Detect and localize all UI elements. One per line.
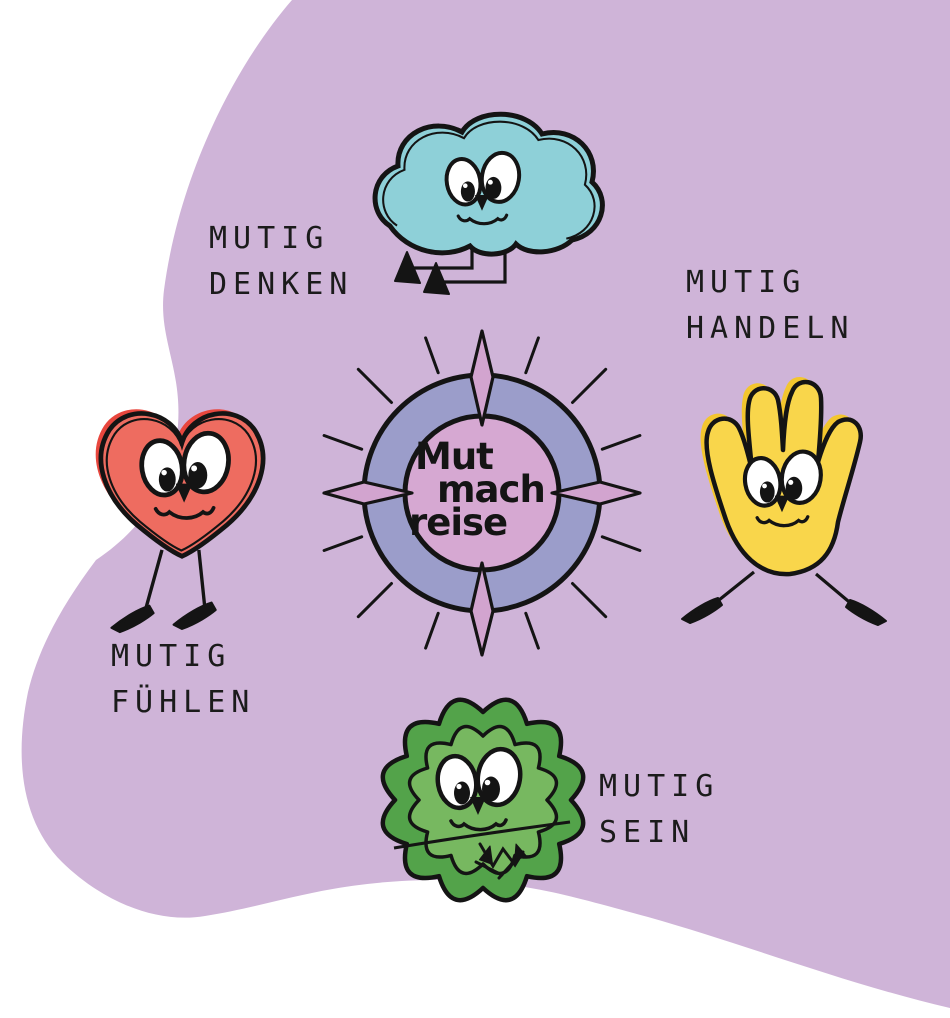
label-line: FÜHLEN	[111, 685, 256, 720]
label-line: MUTIG	[686, 265, 807, 300]
hand-character	[681, 376, 887, 626]
heart-foot-left	[110, 604, 155, 634]
heart-inner-line	[105, 418, 257, 552]
heart-leg-left	[143, 549, 164, 612]
label-mutig-denken: MUTIG DENKEN	[209, 216, 353, 308]
compass-star	[322, 329, 642, 657]
compass-title: Mut mach reise	[406, 435, 576, 544]
cloud-leg-left	[410, 246, 474, 270]
hand-leg-left	[713, 570, 755, 606]
cloud-inner-line	[382, 120, 596, 240]
label-mutig-fuehlen: MUTIG FÜHLEN	[111, 634, 255, 726]
star-spike-east	[550, 480, 642, 506]
cloud-leg-right	[438, 246, 507, 284]
badge-character	[380, 697, 586, 903]
title-line-3: reise	[409, 501, 508, 544]
title-line-2: mach	[437, 468, 546, 511]
label-line: HANDELN	[686, 311, 855, 346]
compass-graphic	[322, 329, 642, 657]
heart-character	[95, 409, 266, 634]
label-line: MUTIG	[599, 769, 720, 804]
cloud-character	[372, 111, 605, 295]
hand-foot-right	[845, 599, 887, 626]
heart-foot-right	[172, 601, 217, 630]
label-line: MUTIG	[209, 221, 330, 256]
label-line: DENKEN	[209, 267, 354, 302]
label-line: SEIN	[599, 815, 696, 850]
title-line-1: Mut	[415, 435, 494, 478]
label-mutig-sein: MUTIG SEIN	[599, 764, 719, 856]
compass-rays	[322, 336, 642, 650]
badge-fold-line	[393, 820, 571, 850]
star-spike-north	[469, 329, 495, 427]
star-spike-south	[469, 561, 495, 657]
label-line: MUTIG	[111, 639, 232, 674]
label-mutig-handeln: MUTIG HANDELN	[686, 260, 854, 352]
hand-leg-right	[814, 572, 856, 608]
star-spike-west	[322, 480, 414, 506]
heart-leg-right	[197, 549, 207, 612]
